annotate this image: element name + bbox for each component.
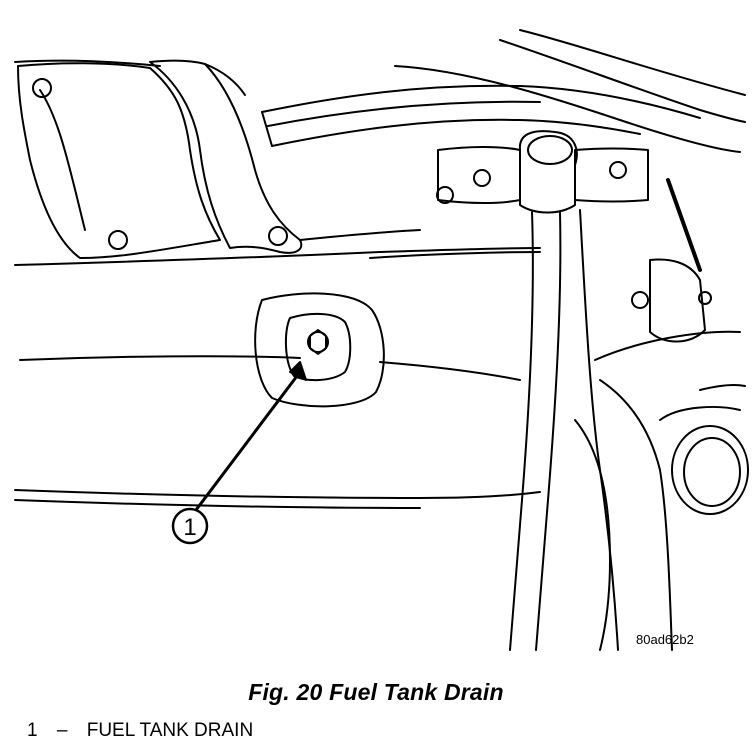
tire-edge (499, 39, 746, 123)
crossmember-top (261, 84, 701, 119)
tank-lower-edge (14, 489, 541, 499)
figure-title: Fuel Tank Drain (329, 679, 504, 705)
hose-right-edge (535, 211, 562, 651)
bolt-far-right (698, 291, 712, 305)
chassis-top-edge (14, 59, 161, 67)
tank-top-edge-2 (369, 251, 541, 259)
tank-ridge (19, 355, 301, 361)
crossmember-ridge (267, 100, 541, 127)
hose-second-left (579, 209, 619, 651)
bolt-frame (436, 186, 454, 204)
right-tank-curve-2 (599, 379, 673, 651)
bolt-right-bracket (631, 291, 649, 309)
drain-plug-hex (309, 329, 327, 355)
bolt-bracket-mid (108, 230, 128, 250)
tank-lower-seam (14, 499, 421, 509)
bolt-mount-right (609, 161, 627, 179)
right-rear-panel (699, 384, 746, 391)
legend-item-description: FUEL TANK DRAIN (86, 720, 254, 741)
cable-clamp-hole (527, 135, 573, 165)
right-curve-lower (574, 419, 611, 651)
drain-plug (307, 331, 329, 353)
bracket-channel (149, 59, 303, 254)
legend-item-number: 1 (27, 720, 38, 741)
fuel-tank-drain-illustration: 1 (14, 29, 749, 651)
mount-bracket (437, 146, 521, 204)
hose-left-edge (509, 211, 534, 651)
drain-boss (254, 292, 385, 408)
crossmember-end (261, 111, 273, 147)
filler-neck-outer (659, 406, 741, 421)
crossmember-bottom (271, 118, 641, 147)
filler-neck-inner (683, 437, 741, 507)
callout-legend: 1 – FUEL TANK DRAIN (27, 720, 253, 742)
mount-bracket-right (574, 147, 649, 203)
figure-reference-code: 80ad62b2 (636, 632, 694, 647)
right-bracket (649, 258, 706, 343)
left-bracket-inner (39, 89, 86, 231)
legend-separator: – (56, 720, 68, 741)
right-strut (666, 178, 702, 272)
cable-clamp (518, 130, 578, 214)
callout-number: 1 (183, 514, 196, 541)
bracket-channel-edge (204, 63, 246, 96)
drain-boss-inner (284, 312, 352, 382)
right-tank-curve (594, 330, 741, 361)
callout-circle (171, 507, 209, 545)
chassis-top-edge-right (394, 65, 741, 153)
bolt-mount-left (473, 169, 491, 187)
figure-number: Fig. 20 (248, 679, 323, 705)
frame-rail (299, 229, 421, 241)
callout-leader (194, 370, 302, 512)
left-bracket-plate (17, 62, 221, 259)
callout-arrowhead (289, 361, 307, 381)
bolt-bracket-right (268, 226, 288, 246)
tire-edge-2 (519, 29, 746, 96)
tank-ridge-2 (379, 361, 521, 381)
figure-caption: Fig. 20 Fuel Tank Drain (0, 679, 752, 706)
tank-top-edge (14, 247, 541, 266)
bolt-top-left (32, 78, 52, 98)
filler-neck-opening (671, 425, 749, 515)
